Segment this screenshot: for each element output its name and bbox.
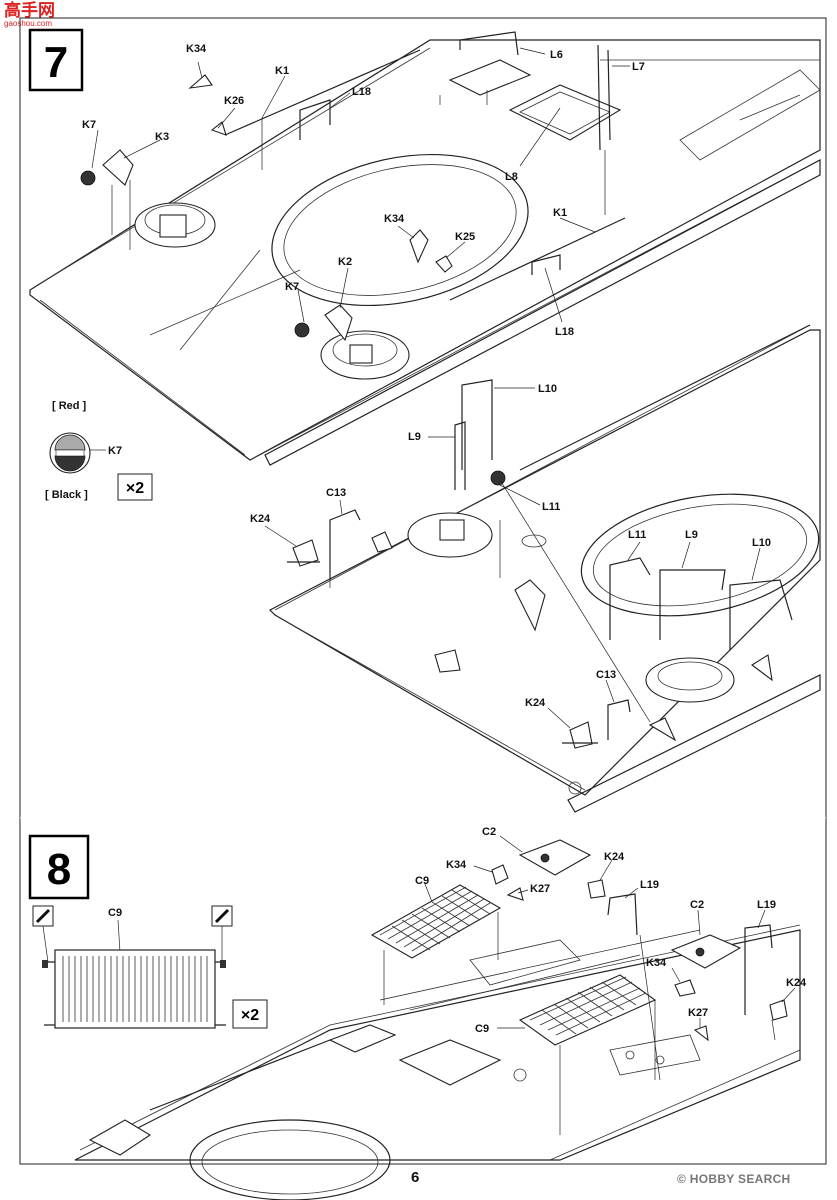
label-k34-d: K34 bbox=[646, 957, 667, 969]
label-l6: L6 bbox=[550, 49, 563, 61]
k7-paint-note: [ Red ] K7 [ Black ] ×2 bbox=[45, 400, 153, 501]
label-l18-b: L18 bbox=[555, 326, 574, 338]
middle-labels: L10 L9 L11 C13 K24 L11 L9 L10 C13 K24 bbox=[250, 383, 771, 709]
label-k34-c: K34 bbox=[446, 859, 467, 871]
label-k24-d: K24 bbox=[786, 977, 807, 989]
label-l10-a: L10 bbox=[538, 383, 557, 395]
label-k25: K25 bbox=[455, 231, 475, 243]
label-k7-a: K7 bbox=[82, 119, 96, 131]
step-8-box bbox=[28, 834, 90, 900]
inset-qty: ×2 bbox=[241, 1007, 259, 1024]
step-7: 7 bbox=[28, 28, 821, 813]
label-l11-a: L11 bbox=[542, 501, 560, 513]
label-l19-b: L19 bbox=[757, 899, 776, 911]
inset-part: C9 bbox=[108, 907, 122, 919]
step-7-box bbox=[28, 28, 84, 92]
step-8-labels: C2 K34 K24 C9 K27 L19 C2 L19 K34 K24 C9 … bbox=[415, 826, 807, 1035]
label-l19-a: L19 bbox=[640, 879, 659, 891]
step-7-top-labels: K34 K1 L18 K26 K7 K3 L6 L7 L8 K34 K25 K1… bbox=[82, 43, 645, 338]
step-8-number: 8 bbox=[47, 845, 71, 894]
upper-hull-top bbox=[29, 39, 821, 466]
hobby-search-credit: © HOBBY SEARCH bbox=[677, 1172, 791, 1186]
label-k1-a: K1 bbox=[275, 65, 289, 77]
c9-grille-slats bbox=[62, 956, 208, 1022]
label-k24-a: K24 bbox=[250, 513, 271, 525]
label-k26: K26 bbox=[224, 95, 244, 107]
label-k2: K2 bbox=[338, 256, 352, 268]
label-c2-b: C2 bbox=[690, 899, 704, 911]
label-k24-c: K24 bbox=[604, 851, 625, 863]
paint-part: K7 bbox=[108, 445, 122, 457]
label-l8: L8 bbox=[505, 171, 518, 183]
label-c13-a: C13 bbox=[326, 487, 346, 499]
label-k34-a: K34 bbox=[186, 43, 207, 55]
page-number: 6 bbox=[411, 1169, 420, 1186]
label-l10-b: L10 bbox=[752, 537, 771, 549]
watermark-brand: 高手网 bbox=[4, 1, 55, 20]
label-l11-b: L11 bbox=[628, 529, 646, 541]
step-8: 8 C9 ×2 bbox=[28, 826, 807, 1200]
label-c2-a: C2 bbox=[482, 826, 496, 838]
watermark-url: gaoshou.com bbox=[4, 19, 53, 28]
label-k24-b: K24 bbox=[525, 697, 546, 709]
label-l18-a: L18 bbox=[352, 86, 371, 98]
paint-qty: ×2 bbox=[126, 480, 144, 497]
label-k34-b: K34 bbox=[384, 213, 405, 225]
label-c9-a: C9 bbox=[415, 875, 429, 887]
label-k27-b: K27 bbox=[688, 1007, 708, 1019]
label-l9-b: L9 bbox=[685, 529, 698, 541]
label-c9-b: C9 bbox=[475, 1023, 489, 1035]
label-k27-a: K27 bbox=[530, 883, 550, 895]
label-c13-b: C13 bbox=[596, 669, 616, 681]
label-k7-b: K7 bbox=[285, 281, 299, 293]
middle-hull bbox=[264, 324, 821, 813]
paint-black: [ Black ] bbox=[45, 489, 88, 501]
label-k1-b: K1 bbox=[553, 207, 567, 219]
paint-red: [ Red ] bbox=[52, 400, 87, 412]
c9-inset: C9 ×2 bbox=[32, 905, 268, 1029]
step-7-parts bbox=[80, 31, 630, 342]
page-frame bbox=[19, 17, 827, 1165]
watermark: 高手网 gaoshou.com bbox=[4, 2, 55, 28]
label-l9-a: L9 bbox=[408, 431, 421, 443]
label-k3: K3 bbox=[155, 131, 169, 143]
rear-hull-deck bbox=[74, 835, 801, 1200]
step-7-number: 7 bbox=[44, 38, 68, 87]
label-l7: L7 bbox=[632, 61, 645, 73]
